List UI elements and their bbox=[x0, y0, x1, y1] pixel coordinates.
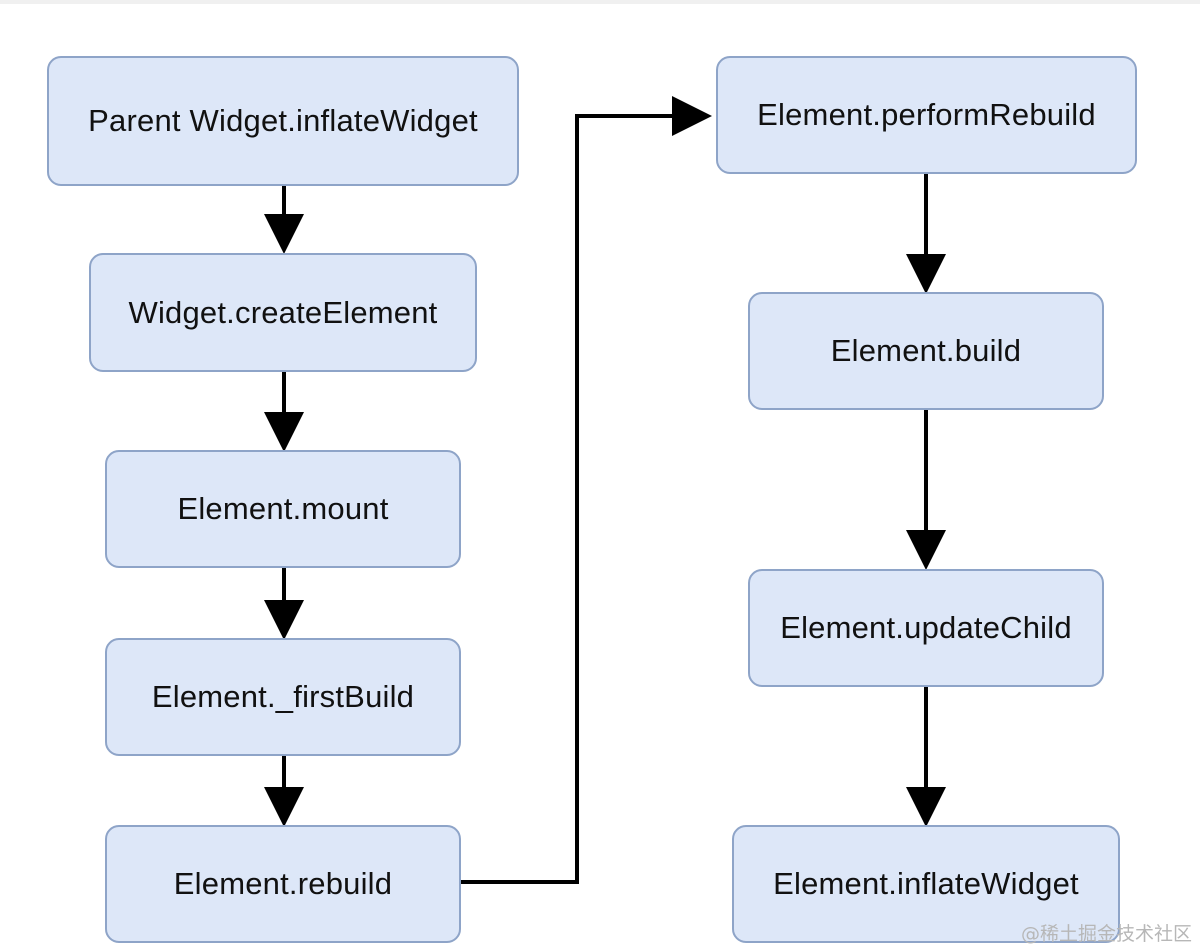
watermark-text: @稀土掘金技术社区 bbox=[1020, 923, 1192, 945]
node-element-build: Element.build bbox=[748, 292, 1104, 410]
top-divider bbox=[0, 0, 1200, 4]
node-element-updatechild: Element.updateChild bbox=[748, 569, 1104, 687]
node-element-mount: Element.mount bbox=[105, 450, 461, 568]
node-element-performrebuild: Element.performRebuild bbox=[716, 56, 1137, 174]
node-element-firstbuild: Element._firstBuild bbox=[105, 638, 461, 756]
node-parent-widget-inflatewidget: Parent Widget.inflateWidget bbox=[47, 56, 519, 186]
edge-n5-n6 bbox=[461, 96, 712, 884]
node-element-rebuild: Element.rebuild bbox=[105, 825, 461, 943]
node-widget-createelement: Widget.createElement bbox=[89, 253, 477, 372]
node-element-inflatewidget: Element.inflateWidget bbox=[732, 825, 1120, 943]
